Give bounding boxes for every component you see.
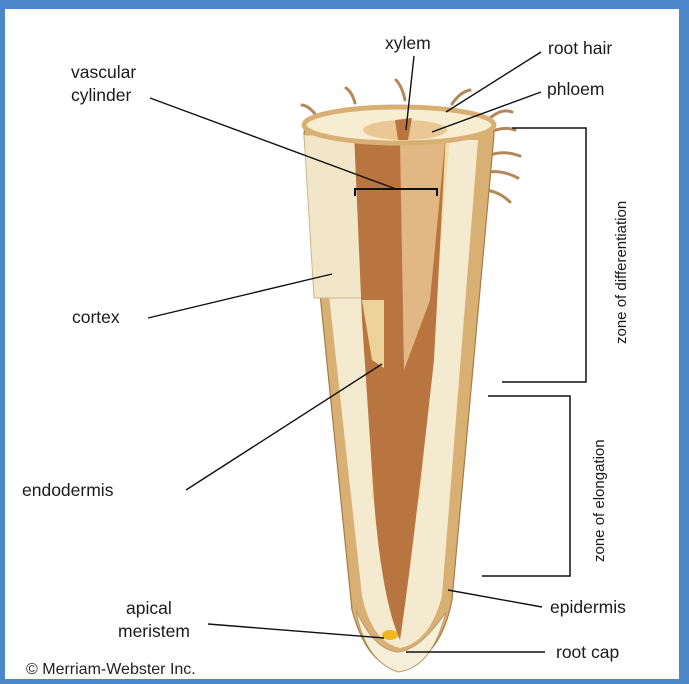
label-vascular-line1: vascular bbox=[71, 62, 136, 82]
label-root-cap: root cap bbox=[556, 642, 619, 662]
label-apical-line1: apical bbox=[126, 598, 172, 618]
label-phloem: phloem bbox=[547, 79, 604, 99]
zone-differentiation-bracket bbox=[502, 128, 586, 382]
copyright-notice: © Merriam-Webster Inc. bbox=[26, 661, 196, 678]
label-xylem: xylem bbox=[385, 33, 431, 53]
cortex-cutaway bbox=[304, 135, 364, 298]
apical-meristem-shape bbox=[382, 630, 398, 640]
label-epidermis: epidermis bbox=[550, 597, 626, 617]
label-zone-differentiation: zone of differentiation bbox=[613, 201, 630, 344]
zone-elongation-bracket bbox=[482, 396, 570, 576]
label-zone-elongation: zone of elongation bbox=[591, 439, 608, 562]
label-apical-line2: meristem bbox=[118, 621, 190, 641]
label-vascular-line2: cylinder bbox=[71, 85, 131, 105]
label-cortex: cortex bbox=[72, 307, 120, 327]
label-endodermis: endodermis bbox=[22, 480, 114, 500]
label-root-hair: root hair bbox=[548, 38, 612, 58]
